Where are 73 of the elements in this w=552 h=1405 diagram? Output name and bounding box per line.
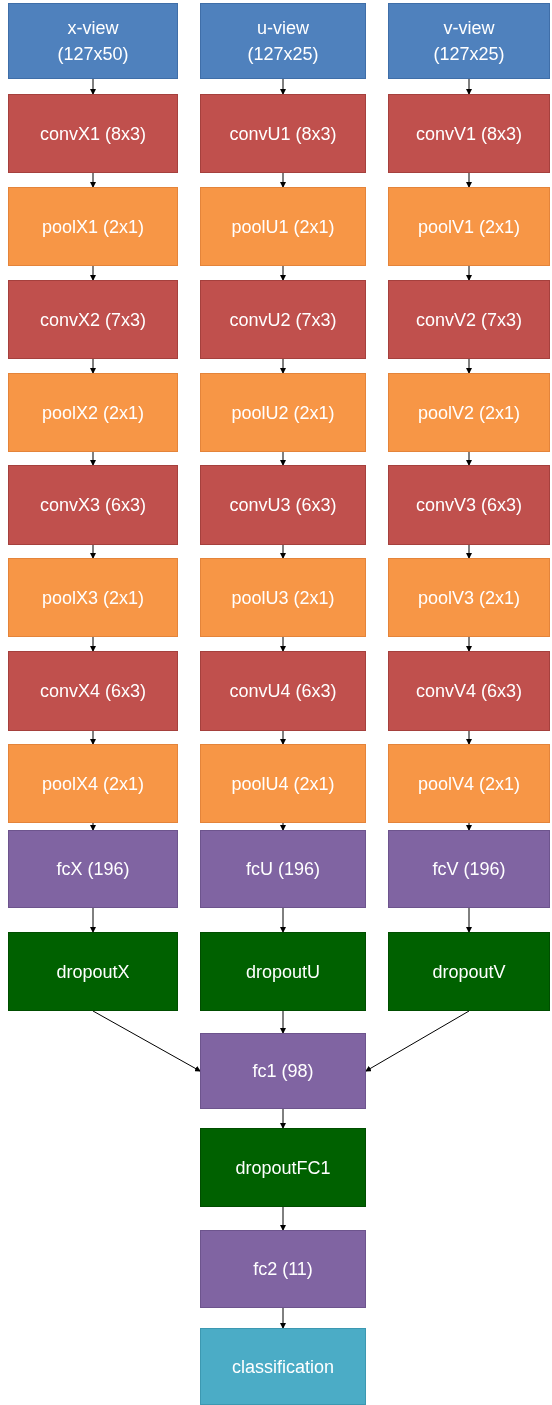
conv-layer-box: convU3 (6x3) (200, 465, 366, 545)
arrow (280, 907, 286, 933)
pool-layer-box: poolX1 (2x1) (8, 187, 178, 266)
pool-layer-box: poolX4 (2x1) (8, 744, 178, 823)
fc-layer-box: fc2 (11) (200, 1230, 366, 1308)
pool-layer-box: poolX2 (2x1) (8, 373, 178, 452)
arrow (280, 265, 286, 281)
arrow (466, 358, 472, 374)
arrow (466, 172, 472, 188)
arrow (466, 78, 472, 95)
pool-layer-box: poolU2 (2x1) (200, 373, 366, 452)
conv-layer-box: convX1 (8x3) (8, 94, 178, 173)
conv-layer-box: convU2 (7x3) (200, 280, 366, 359)
conv-layer-box: convV2 (7x3) (388, 280, 550, 359)
arrow (466, 907, 472, 933)
input-box: x-view (127x50) (8, 3, 178, 79)
arrow (92, 1010, 201, 1072)
dropout-box: dropoutV (388, 932, 550, 1011)
arrow (280, 1010, 286, 1034)
conv-layer-box: convX2 (7x3) (8, 280, 178, 359)
input-box: u-view (127x25) (200, 3, 366, 79)
arrow (90, 544, 96, 559)
pool-layer-box: poolV2 (2x1) (388, 373, 550, 452)
pool-layer-box: poolV1 (2x1) (388, 187, 550, 266)
arrow (90, 636, 96, 652)
conv-layer-box: convX3 (6x3) (8, 465, 178, 545)
arrow (90, 822, 96, 831)
conv-layer-box: convV3 (6x3) (388, 465, 550, 545)
arrow (280, 544, 286, 559)
pool-layer-box: poolU1 (2x1) (200, 187, 366, 266)
arrow (90, 907, 96, 933)
arrow (280, 1108, 286, 1129)
arrow (90, 730, 96, 745)
dropout-box: dropoutU (200, 932, 366, 1011)
arrow (90, 78, 96, 95)
arrow (90, 172, 96, 188)
pool-layer-box: poolU3 (2x1) (200, 558, 366, 637)
arrow (365, 1010, 470, 1072)
fc-layer-box: fc1 (98) (200, 1033, 366, 1109)
arrow (90, 265, 96, 281)
conv-layer-box: convU1 (8x3) (200, 94, 366, 173)
arrow (466, 451, 472, 466)
conv-layer-box: convX4 (6x3) (8, 651, 178, 731)
arrow (280, 636, 286, 652)
arrow (466, 265, 472, 281)
pool-layer-box: poolV4 (2x1) (388, 744, 550, 823)
conv-layer-box: convU4 (6x3) (200, 651, 366, 731)
conv-layer-box: convV4 (6x3) (388, 651, 550, 731)
arrow (280, 358, 286, 374)
pool-layer-box: poolU4 (2x1) (200, 744, 366, 823)
arrow (90, 451, 96, 466)
fc-layer-box: fcU (196) (200, 830, 366, 908)
arrow (466, 636, 472, 652)
fc-layer-box: fcV (196) (388, 830, 550, 908)
arrow (280, 1206, 286, 1231)
arrow (280, 822, 286, 831)
pool-layer-box: poolX3 (2x1) (8, 558, 178, 637)
arrow (466, 544, 472, 559)
fc-layer-box: fcX (196) (8, 830, 178, 908)
output-box: classification (200, 1328, 366, 1405)
conv-layer-box: convV1 (8x3) (388, 94, 550, 173)
arrow (280, 172, 286, 188)
arrow (466, 730, 472, 745)
arrow (280, 730, 286, 745)
arrow (90, 358, 96, 374)
dropout-box: dropoutFC1 (200, 1128, 366, 1207)
pool-layer-box: poolV3 (2x1) (388, 558, 550, 637)
input-box: v-view (127x25) (388, 3, 550, 79)
dropout-box: dropoutX (8, 932, 178, 1011)
arrow (280, 1307, 286, 1329)
arrow (466, 822, 472, 831)
arrow (280, 78, 286, 95)
arrow (280, 451, 286, 466)
